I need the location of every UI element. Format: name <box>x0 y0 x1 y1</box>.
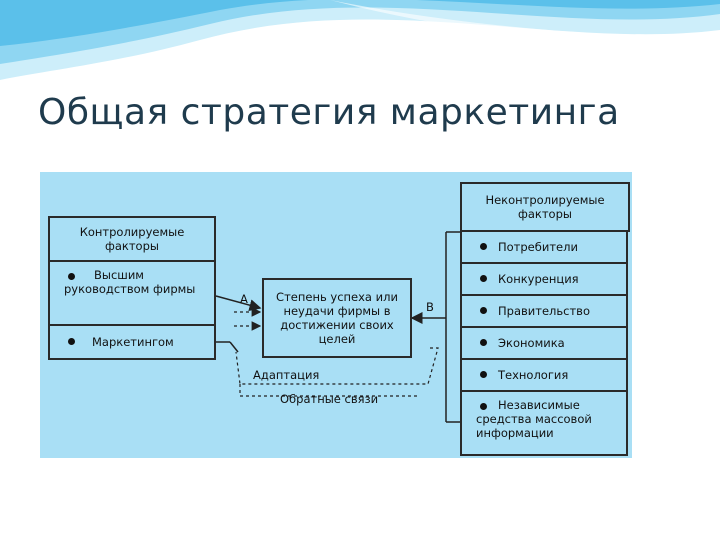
controllable-item-marketing: Маркетингом <box>48 326 216 360</box>
uncontrollable-item-label: Правительство <box>498 304 590 318</box>
controllable-item-label: Маркетингом <box>92 335 174 349</box>
controllable-header: Контролируемые факторы <box>48 216 216 262</box>
label-b: В <box>426 300 434 314</box>
page-title: Общая стратегия маркетинга <box>38 92 620 133</box>
controllable-item-top-management: Высшим руководством фирмы <box>48 262 216 326</box>
connector-lines <box>215 231 460 423</box>
uncontrollable-item-media: Независимые средства массовой информации <box>460 392 628 456</box>
bullet-icon <box>68 338 75 345</box>
uncontrollable-header-text: Неконтролируемые факторы <box>485 193 605 221</box>
bullet-icon <box>68 273 75 280</box>
uncontrollable-item-economy: Экономика <box>460 328 628 360</box>
uncontrollable-item-label: Независимые средства массовой информации <box>476 398 592 440</box>
bullet-icon <box>480 275 487 282</box>
label-a: А <box>240 292 248 306</box>
success-text: Степень успеха или неудачи фирмы в дости… <box>276 290 398 346</box>
strategy-diagram: Контролируемые факторы Высшим руководств… <box>40 172 632 458</box>
uncontrollable-item-technology: Технология <box>460 360 628 392</box>
adaptation-label: Адаптация <box>253 368 320 382</box>
uncontrollable-item-competition: Конкуренция <box>460 264 628 296</box>
success-box: Степень успеха или неудачи фирмы в дости… <box>262 278 412 358</box>
bullet-icon <box>480 339 487 346</box>
controllable-item-label: Высшим руководством фирмы <box>64 268 196 296</box>
uncontrollable-item-label: Экономика <box>498 336 565 350</box>
uncontrollable-header: Неконтролируемые факторы <box>460 182 630 232</box>
uncontrollable-item-consumers: Потребители <box>460 232 628 264</box>
bullet-icon <box>480 243 487 250</box>
decorative-wave <box>0 0 720 80</box>
bullet-icon <box>480 403 487 410</box>
bullet-icon <box>480 371 487 378</box>
uncontrollable-item-label: Потребители <box>498 240 578 254</box>
feedback-label: Обратные связи <box>280 392 379 406</box>
uncontrollable-item-label: Конкуренция <box>498 272 579 286</box>
uncontrollable-item-government: Правительство <box>460 296 628 328</box>
bullet-icon <box>480 307 487 314</box>
uncontrollable-item-label: Технология <box>498 368 569 382</box>
controllable-header-text: Контролируемые факторы <box>79 225 185 253</box>
